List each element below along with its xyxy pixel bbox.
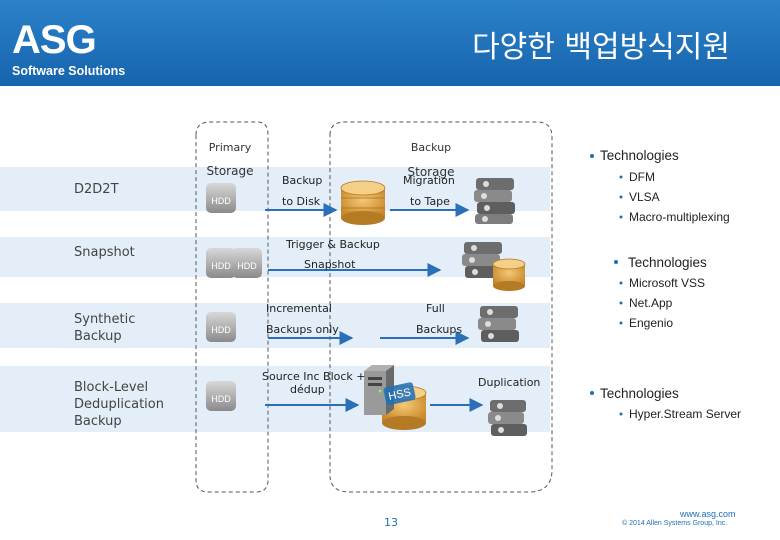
primary-header: Primary	[209, 141, 252, 154]
row-label-d2d2t: D2D2T	[74, 182, 119, 197]
row-label-synthetic: Synthetic Backup	[74, 312, 136, 344]
hdd-icon-label: HDD	[237, 261, 257, 271]
tech-heading-3: Technologies	[600, 386, 679, 401]
hdd-icon: HDD	[206, 381, 236, 411]
page-number: 13	[384, 516, 398, 529]
tech-item: Macro-multiplexing	[629, 210, 730, 224]
logo: ASG Software Solutions	[0, 0, 150, 86]
flow-label: Backups only	[266, 323, 339, 336]
hdd-icon: HDD	[206, 183, 236, 213]
hdd-icon-label: HDD	[211, 394, 231, 404]
band-dedup	[0, 366, 550, 432]
hdd-icon: HDD	[206, 312, 236, 342]
logo-text: ASG	[12, 18, 97, 62]
flow-label: Source Inc Block +	[262, 370, 366, 383]
tech-item: DFM	[629, 170, 655, 184]
logo-subtitle: Software Solutions	[12, 64, 126, 78]
hdd-icon-label: HDD	[211, 261, 231, 271]
row-label-snapshot: Snapshot	[74, 245, 135, 260]
flow-label: Duplication	[478, 376, 540, 389]
tech-heading-1: Technologies	[600, 148, 679, 163]
tech-item: Engenio	[629, 316, 674, 330]
primary-storage-header: Storage	[207, 164, 254, 178]
hss-badge: HSS	[383, 382, 416, 406]
primary-column-outline	[195, 121, 269, 493]
tech-item: Hyper.Stream Server	[629, 407, 742, 421]
flow-label: to Disk	[282, 195, 321, 208]
tech-item: Microsoft VSS	[629, 276, 706, 290]
footer-copyright: © 2014 Allen Systems Group, Inc.	[622, 520, 728, 527]
footer-website-link[interactable]: www.asg.com	[680, 509, 736, 519]
flow-label: Snapshot	[304, 258, 356, 271]
backup-column-outline	[329, 121, 553, 493]
disk-array-icon	[492, 258, 526, 291]
flow-label: Migration	[403, 174, 455, 187]
page-title: 다양한 백업방식지원	[472, 30, 730, 65]
flow-label: Backup	[282, 174, 322, 187]
tech-item: Net.App	[629, 296, 673, 310]
hss-badge-label: HSS	[387, 386, 412, 402]
flow-label: Full	[426, 302, 445, 315]
header-bar	[0, 0, 780, 86]
flow-label: Trigger & Backup	[285, 238, 380, 251]
tech-item: VLSA	[629, 190, 660, 204]
backup-storage-header: Storage	[408, 165, 455, 179]
tape-library-icon	[478, 306, 519, 342]
hdd-icon: HDD	[232, 248, 262, 278]
tape-library-icon	[474, 178, 515, 224]
hdd-icon: HDD	[206, 248, 236, 278]
row-label-dedup: Block-Level Deduplication Backup	[74, 380, 164, 429]
hdd-icon-label: HDD	[211, 196, 231, 206]
flow-label: dédup	[290, 383, 325, 396]
flow-label: Incremental	[266, 302, 332, 315]
flow-label: Backups	[416, 323, 462, 336]
backup-header: Backup	[411, 141, 451, 154]
flow-label: to Tape	[410, 195, 450, 208]
disk-array-icon	[340, 180, 386, 225]
hdd-icon-label: HDD	[211, 325, 231, 335]
tape-library-icon	[488, 400, 527, 436]
tech-heading-2: Technologies	[628, 255, 707, 270]
